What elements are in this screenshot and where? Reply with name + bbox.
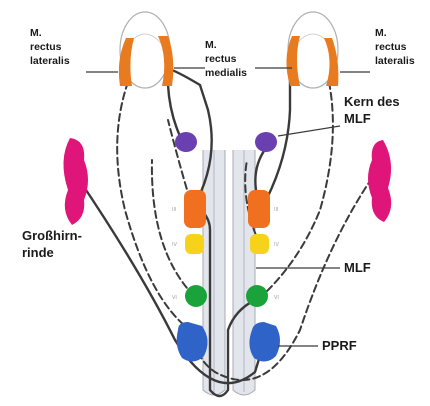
label-rectus-medialis: M. rectus medialis — [205, 39, 247, 79]
dashed-left-vi — [152, 160, 194, 296]
right-cortex — [368, 140, 391, 222]
left-pprf — [177, 322, 208, 362]
leader-lines — [86, 68, 370, 346]
label-grosshirnrinde: Großhirn- rinde — [22, 228, 86, 260]
left-iv-tag: IV — [172, 242, 177, 248]
right-nucleus-vi — [246, 285, 268, 307]
label-mlf: MLF — [344, 260, 371, 275]
right-nucleus-iv — [250, 234, 269, 254]
brainstem-left-column — [203, 150, 225, 395]
right-pprf — [249, 322, 280, 362]
left-nucleus-vi — [185, 285, 207, 307]
right-mlf-nucleus — [255, 132, 277, 152]
label-pprf: PPRF — [322, 338, 357, 353]
label-kern-mlf: Kern des MLF — [344, 94, 403, 126]
right-nucleus-iii — [248, 190, 270, 228]
left-lateralis-muscle — [119, 38, 134, 86]
right-iii-tag: III — [274, 207, 278, 213]
left-nucleus-iii — [184, 190, 206, 228]
label-rectus-lateralis-left: M. rectus lateralis — [30, 27, 70, 67]
dashed-right-lateralis — [262, 82, 333, 296]
right-vi-tag: VI — [274, 295, 279, 301]
label-rectus-lateralis-right: M. rectus lateralis — [375, 27, 415, 67]
left-mlf-nucleus — [175, 132, 197, 152]
left-vi-tag: VI — [172, 295, 177, 301]
left-cortex — [63, 138, 88, 225]
right-iv-tag: IV — [274, 242, 279, 248]
right-lateralis-muscle — [324, 38, 338, 86]
brainstem-right-column — [233, 150, 255, 395]
left-medialis-muscle — [158, 36, 173, 86]
left-nucleus-iv — [185, 234, 204, 254]
left-iii-tag: III — [172, 207, 176, 213]
